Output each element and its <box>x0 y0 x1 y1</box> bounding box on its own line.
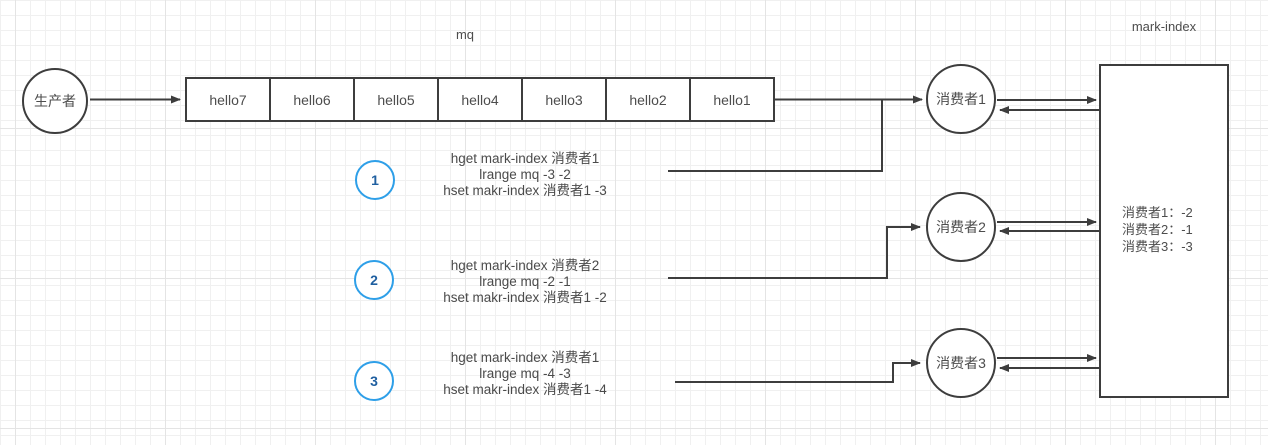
consumer2-node: 消费者2 <box>926 192 996 262</box>
command-line: lrange mq -2 -1 <box>479 274 571 289</box>
step1-number: 1 <box>371 172 379 188</box>
consumer3-label: 消费者3 <box>936 355 986 371</box>
queue-cell: hello3 <box>523 79 607 120</box>
message-queue: hello7 hello6 hello5 hello4 hello3 hello… <box>185 77 775 122</box>
command-line: hset makr-index 消费者1 -4 <box>443 382 607 397</box>
mark-index-title: mark-index <box>1131 19 1197 34</box>
queue-title: mq <box>455 27 475 42</box>
producer-node: 生产者 <box>22 68 88 134</box>
queue-cell: hello2 <box>607 79 691 120</box>
queue-cell: hello5 <box>355 79 439 120</box>
command-line: lrange mq -4 -3 <box>479 366 571 381</box>
consumer3-node: 消费者3 <box>926 328 996 398</box>
queue-cell: hello6 <box>271 79 355 120</box>
step2-commands: hget mark-index 消费者2 lrange mq -2 -1 hse… <box>435 258 615 306</box>
consumer1-label: 消费者1 <box>936 91 986 107</box>
step2-badge: 2 <box>354 260 394 300</box>
connector-annotation2 <box>668 223 921 279</box>
mark-index-entry: 消费者3：-3 <box>1122 239 1193 254</box>
command-line: hget mark-index 消费者1 <box>450 151 600 166</box>
producer-label: 生产者 <box>34 93 76 109</box>
consumer2-label: 消费者2 <box>936 219 986 235</box>
command-line: hget mark-index 消费者2 <box>450 258 600 273</box>
step3-number: 3 <box>370 373 378 389</box>
queue-cell: hello7 <box>187 79 271 120</box>
queue-cell: hello1 <box>691 79 773 120</box>
mark-index-entry: 消费者1：-2 <box>1122 205 1193 220</box>
step3-badge: 3 <box>354 361 394 401</box>
command-line: hset makr-index 消费者1 -3 <box>443 183 607 198</box>
step1-badge: 1 <box>355 160 395 200</box>
command-line: lrange mq -3 -2 <box>479 167 571 182</box>
mark-index-entry: 消费者2：-1 <box>1122 222 1193 237</box>
command-line: hget mark-index 消费者1 <box>450 350 600 365</box>
command-line: hset makr-index 消费者1 -2 <box>443 290 607 305</box>
connector-annotation3 <box>675 359 921 383</box>
step3-commands: hget mark-index 消费者1 lrange mq -4 -3 hse… <box>435 350 615 398</box>
step2-number: 2 <box>370 272 378 288</box>
mark-index-entries: 消费者1：-2 消费者2：-1 消费者3：-3 <box>1122 204 1193 255</box>
queue-cell: hello4 <box>439 79 523 120</box>
mark-index-box <box>1099 64 1229 398</box>
step1-commands: hget mark-index 消费者1 lrange mq -3 -2 hse… <box>435 151 615 199</box>
consumer1-node: 消费者1 <box>926 64 996 134</box>
